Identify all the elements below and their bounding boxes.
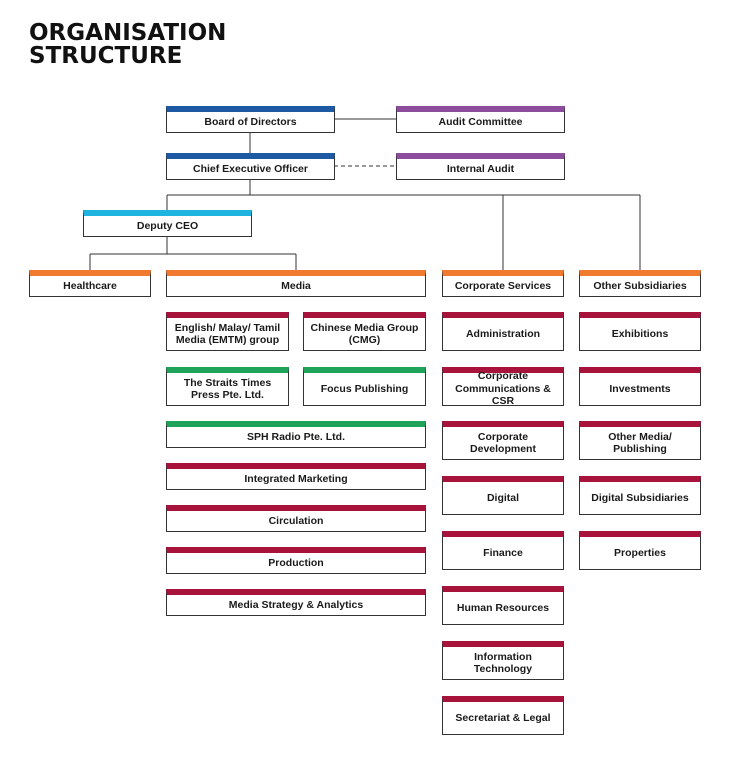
other-media-label: Other Media/ Publishing bbox=[608, 430, 672, 456]
investments-label: Investments bbox=[609, 382, 671, 395]
exhibitions-box: Exhibitions bbox=[579, 312, 701, 351]
information-technology-box: Information Technology bbox=[442, 641, 564, 680]
internal-audit-box: Internal Audit bbox=[396, 153, 565, 180]
information-technology-label: Information Technology bbox=[473, 650, 533, 676]
exhibitions-label: Exhibitions bbox=[611, 327, 669, 340]
production-box: Production bbox=[166, 547, 426, 574]
corporate-communications-label: Corporate Communications & CSR bbox=[455, 370, 551, 408]
straits-times-box: The Straits Times Press Pte. Ltd. bbox=[166, 367, 289, 406]
finance-label: Finance bbox=[483, 546, 523, 559]
human-resources-label: Human Resources bbox=[456, 601, 550, 614]
digital-subsidiaries-label: Digital Subsidiaries bbox=[591, 491, 689, 504]
deputy-ceo-label: Deputy CEO bbox=[136, 219, 199, 232]
other-media-box: Other Media/ Publishing bbox=[579, 421, 701, 460]
circulation-label: Circulation bbox=[268, 514, 324, 527]
cmg-box: Chinese Media Group (CMG) bbox=[303, 312, 426, 351]
other-subsidiaries-box: Other Subsidiaries bbox=[579, 270, 701, 297]
sph-radio-box: SPH Radio Pte. Ltd. bbox=[166, 421, 426, 448]
audit-committee-box: Audit Committee bbox=[396, 106, 565, 133]
corporate-services-box: Corporate Services bbox=[442, 270, 564, 297]
integrated-marketing-label: Integrated Marketing bbox=[244, 472, 348, 485]
straits-times-label: The Straits Times Press Pte. Ltd. bbox=[183, 376, 272, 402]
secretariat-legal-label: Secretariat & Legal bbox=[455, 711, 551, 724]
deputy-ceo-box: Deputy CEO bbox=[83, 210, 252, 237]
other-subsidiaries-label: Other Subsidiaries bbox=[593, 279, 687, 292]
secretariat-legal-box: Secretariat & Legal bbox=[442, 696, 564, 735]
administration-box: Administration bbox=[442, 312, 564, 351]
media-label: Media bbox=[281, 279, 311, 292]
corporate-development-box: Corporate Development bbox=[442, 421, 564, 460]
audit-committee-label: Audit Committee bbox=[438, 115, 523, 128]
production-label: Production bbox=[268, 556, 324, 569]
media-strategy-box: Media Strategy & Analytics bbox=[166, 589, 426, 616]
circulation-box: Circulation bbox=[166, 505, 426, 532]
properties-box: Properties bbox=[579, 531, 701, 570]
media-strategy-label: Media Strategy & Analytics bbox=[228, 598, 364, 611]
healthcare-label: Healthcare bbox=[63, 279, 117, 292]
emtm-label: English/ Malay/ Tamil Media (EMTM) group bbox=[174, 321, 281, 347]
cmg-label: Chinese Media Group (CMG) bbox=[310, 321, 419, 347]
internal-audit-label: Internal Audit bbox=[446, 162, 515, 175]
properties-label: Properties bbox=[614, 546, 666, 559]
digital-label: Digital bbox=[486, 491, 520, 504]
finance-box: Finance bbox=[442, 531, 564, 570]
human-resources-box: Human Resources bbox=[442, 586, 564, 625]
ceo-box: Chief Executive Officer bbox=[166, 153, 335, 180]
title-line-2: STRUCTURE bbox=[29, 43, 183, 69]
corporate-development-label: Corporate Development bbox=[470, 430, 536, 456]
integrated-marketing-box: Integrated Marketing bbox=[166, 463, 426, 490]
digital-box: Digital bbox=[442, 476, 564, 515]
emtm-box: English/ Malay/ Tamil Media (EMTM) group bbox=[166, 312, 289, 351]
administration-label: Administration bbox=[465, 327, 541, 340]
digital-subsidiaries-box: Digital Subsidiaries bbox=[579, 476, 701, 515]
focus-publishing-label: Focus Publishing bbox=[320, 382, 409, 395]
corporate-communications-box: Corporate Communications & CSR bbox=[442, 367, 564, 408]
board-of-directors-label: Board of Directors bbox=[204, 115, 297, 128]
page-title: ORGANISATION STRUCTURE bbox=[29, 22, 226, 68]
investments-box: Investments bbox=[579, 367, 701, 406]
corporate-services-label: Corporate Services bbox=[454, 279, 552, 292]
sph-radio-label: SPH Radio Pte. Ltd. bbox=[246, 430, 345, 443]
media-box: Media bbox=[166, 270, 426, 297]
ceo-label: Chief Executive Officer bbox=[193, 162, 308, 175]
title-line-1: ORGANISATION bbox=[29, 20, 227, 46]
healthcare-box: Healthcare bbox=[29, 270, 151, 297]
focus-publishing-box: Focus Publishing bbox=[303, 367, 426, 406]
board-of-directors-box: Board of Directors bbox=[166, 106, 335, 133]
